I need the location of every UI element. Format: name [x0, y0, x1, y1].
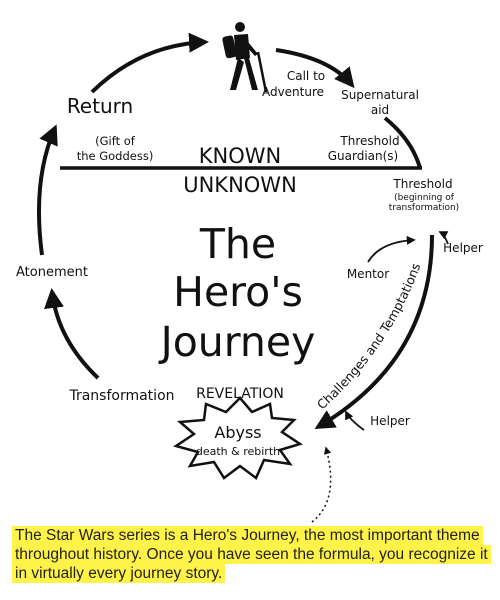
threshold-label: Threshold	[392, 177, 452, 191]
caption-box: The Star Wars series is a Hero's Journey…	[12, 526, 491, 583]
revelation-label: REVELATION	[196, 386, 284, 402]
arc-threshold-to-abyss	[314, 234, 434, 430]
abyss-sub-label: death & rebirth	[196, 445, 280, 458]
caption-text: The Star Wars series is a Hero's Journey…	[12, 526, 491, 583]
hiker-icon	[222, 22, 268, 93]
transformation-label: Transformation	[68, 388, 174, 404]
title-line1: The	[199, 220, 276, 268]
gift-line2: the Goddess)	[77, 149, 154, 163]
helper-top-label: Helper	[443, 241, 483, 255]
unknown-label: UNKNOWN	[183, 173, 297, 197]
helper-top-arrow	[438, 231, 449, 245]
arc-transformation-to-atonement	[44, 288, 100, 380]
arc-atonement-to-return	[37, 124, 58, 256]
supernatural-aid-line1: Supernatural	[341, 88, 419, 102]
call-to-adventure-line1: Call to	[287, 69, 325, 83]
call-to-adventure-line2: Adventure	[262, 85, 324, 99]
title-line2: Hero's	[173, 268, 303, 316]
threshold-guardian-line1: Threshold	[339, 134, 399, 148]
gift-line1: (Gift of	[95, 134, 136, 148]
arc-abyss-to-transformation	[128, 410, 178, 422]
threshold-guardian-line2: Guardian(s)	[328, 149, 399, 163]
arc-top-to-hiker	[90, 32, 209, 94]
atonement-label: Atonement	[16, 265, 88, 280]
helper-bottom-arrow	[345, 410, 365, 431]
mentor-label: Mentor	[347, 267, 389, 281]
arc-hiker-to-aid	[275, 48, 355, 89]
abyss-label: Abyss	[214, 423, 261, 442]
arc-aid-to-threshold	[383, 116, 422, 169]
abyss-starburst	[173, 396, 303, 480]
known-label: KNOWN	[199, 144, 281, 168]
threshold-sub-line1: (beginning of	[394, 193, 455, 203]
mentor-arrow	[367, 235, 416, 263]
threshold-sub-line2: transformation)	[389, 203, 459, 213]
helper-bottom-label: Helper	[370, 414, 410, 428]
caption-pointer	[311, 446, 332, 523]
title-line3: Journey	[158, 318, 316, 366]
return-label: Return	[67, 94, 133, 118]
supernatural-aid-line2: aid	[371, 103, 389, 117]
